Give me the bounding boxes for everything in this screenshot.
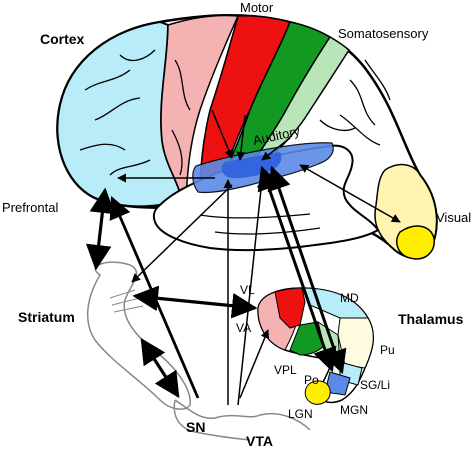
label-vpl: VPL	[274, 363, 297, 377]
arrow-striatum-thalamus	[132, 285, 258, 319]
label-somatosensory: Somatosensory	[338, 26, 429, 41]
sulci-lines	[79, 49, 391, 235]
sn-vta-outline	[173, 399, 311, 441]
arrow-auditory-label	[261, 137, 291, 161]
thalamus-lgn	[304, 380, 331, 405]
arrow-motor-auditory	[211, 109, 234, 159]
label-cortex: Cortex	[40, 31, 85, 47]
cortex	[56, 13, 438, 260]
somatosensory-light-region	[253, 35, 350, 161]
arrow-striatum-sn	[140, 337, 180, 399]
label-visual: Visual	[436, 210, 471, 225]
label-va: VA	[236, 321, 251, 335]
label-md: MD	[340, 291, 359, 305]
labels: Cortex Motor Somatosensory Auditory Pref…	[2, 0, 471, 449]
arrow-auditory-striatum	[131, 184, 233, 283]
striatum	[87, 261, 191, 410]
label-prefrontal: Prefrontal	[2, 200, 58, 215]
label-pu: Pu	[380, 343, 395, 357]
label-motor: Motor	[240, 0, 274, 15]
label-vl: VL	[240, 283, 255, 297]
arrow-prefrontal-striatum	[85, 187, 116, 271]
label-po: Po	[304, 373, 319, 387]
striatum-outline	[87, 261, 191, 410]
label-lgn: LGN	[288, 407, 313, 421]
visual-region-primary	[396, 225, 435, 260]
label-vta: VTA	[246, 433, 273, 449]
label-sg-li: SG/Li	[360, 378, 390, 392]
label-thalamus: Thalamus	[398, 311, 464, 327]
label-striatum: Striatum	[18, 309, 75, 325]
arrow-somato-auditory	[236, 114, 246, 161]
connection-arrows	[85, 109, 401, 406]
label-mgn: MGN	[340, 403, 368, 417]
arrow-thalamus-auditory-2	[267, 165, 347, 375]
label-sn: SN	[186, 419, 205, 435]
arrow-prefrontal-sn	[109, 195, 200, 399]
